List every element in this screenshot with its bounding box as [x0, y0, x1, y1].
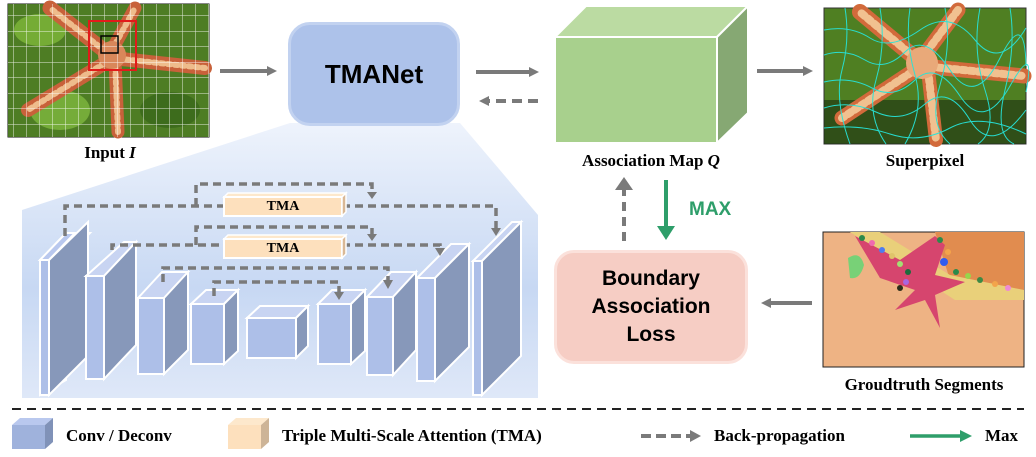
- conv-block: [188, 287, 241, 367]
- max-label: MAX: [689, 199, 732, 220]
- loss-line-2: Association: [591, 295, 711, 318]
- groundtruth-image: [822, 231, 1025, 368]
- legend-label-backprop: Back-propagation: [714, 426, 845, 445]
- legend-label-conv: Conv / Deconv: [66, 426, 172, 445]
- input-caption-text: Input: [84, 143, 130, 162]
- orange-cube-icon: [228, 418, 269, 449]
- skip-arrowheads: [334, 192, 501, 300]
- input-image: [7, 0, 212, 139]
- dashed-arrow-icon: [641, 430, 701, 442]
- association-map-variable: Q: [707, 151, 720, 170]
- input-region-box: [88, 20, 137, 71]
- loss-line-1: Boundary: [601, 267, 700, 290]
- green-arrow-icon: [910, 430, 972, 442]
- conv-block: [37, 219, 93, 398]
- max-arrow-head: [657, 226, 675, 240]
- input-caption: Input I: [60, 143, 160, 163]
- association-map-caption: Association Map Q: [556, 151, 746, 171]
- legend-label-tma: Triple Multi-Scale Attention (TMA): [282, 426, 542, 445]
- backprop-arrow-head: [615, 177, 633, 190]
- legend-label-max: Max: [985, 426, 1019, 445]
- groundtruth-caption: Groudtruth Segments: [844, 375, 1004, 394]
- conv-block: [135, 269, 191, 377]
- boundary-association-loss-box: Boundary Association Loss: [554, 250, 748, 364]
- association-map-cube: [552, 3, 751, 146]
- tma-label-2: TMA: [266, 241, 300, 256]
- conv-block: [414, 241, 472, 384]
- input-variable: I: [129, 143, 136, 162]
- tmanet-box: TMANet: [288, 22, 460, 126]
- tma-block-2: [222, 233, 348, 260]
- conv-block: [364, 269, 419, 378]
- blue-cube-icon: [12, 418, 53, 449]
- unet-diagram: [37, 219, 524, 398]
- network-name: TMANet: [324, 58, 424, 89]
- tma-block-1: [222, 191, 348, 218]
- conv-block: [470, 219, 524, 398]
- input-pixel-box: [100, 35, 119, 54]
- conv-block: [315, 287, 368, 367]
- loss-line-3: Loss: [626, 323, 676, 346]
- conv-block: [83, 239, 139, 382]
- superpixel-caption: Superpixel: [885, 151, 965, 170]
- conv-block: [244, 303, 311, 361]
- skip-connections: [63, 182, 498, 296]
- tma-label-1: TMA: [266, 199, 300, 214]
- association-map-caption-text: Association Map: [582, 151, 708, 170]
- superpixel-image: [823, 2, 1032, 147]
